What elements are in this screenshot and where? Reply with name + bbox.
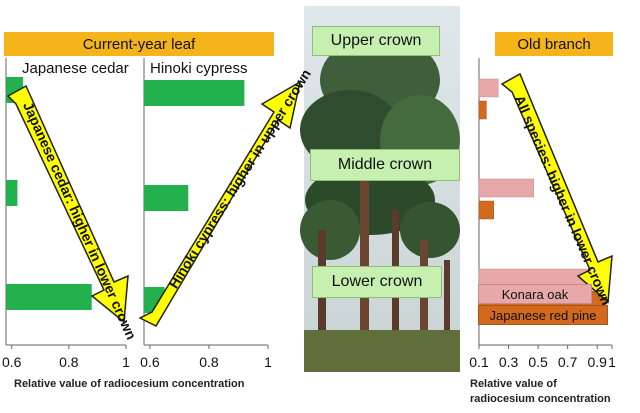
panel-2-tick-label: 0.5 — [528, 354, 548, 370]
panel-1-tick-label: 0.8 — [199, 354, 219, 370]
upper-crown-label: Upper crown — [312, 26, 440, 56]
cypress-panel-title: Hinoki cypress — [150, 60, 248, 77]
panel-2-tick-label: 0.7 — [558, 354, 578, 370]
bar-upper-crown — [6, 77, 24, 103]
panel-0-tick-label: 1 — [122, 354, 130, 370]
bar-lower-crown — [144, 287, 165, 313]
old-branch-banner: Old branch — [495, 32, 613, 56]
legend-japanese-red-pine: Japanese red pine — [478, 305, 608, 325]
bar-lower-crown — [6, 284, 92, 310]
current-year-leaf-banner: Current-year leaf — [4, 32, 274, 56]
right-axis-label-line2: radiocesium concentration — [470, 393, 611, 405]
bar-upper-crown — [144, 80, 245, 106]
left-axis-label: Relative value of radiocesium concentrat… — [14, 378, 245, 390]
bar-konara-oak-upper-crown — [478, 78, 499, 98]
panel-2-tick-label: 1 — [608, 354, 616, 370]
panel-2-tick-label: 0.3 — [499, 354, 519, 370]
bar-japanese-red-pine-upper-crown — [478, 100, 487, 120]
right-axis-label-line1: Relative value of — [470, 378, 557, 390]
panel-2-tick-label: 0.1 — [469, 354, 489, 370]
legend-konara-oak: Konara oak — [478, 284, 592, 304]
bar-japanese-red-pine-middle-crown — [478, 200, 495, 220]
bar-middle-crown — [6, 180, 18, 206]
bar-middle-crown — [144, 185, 189, 211]
panel-1-tick-label: 1 — [264, 354, 272, 370]
bar-konara-oak-middle-crown — [478, 178, 534, 198]
panel-0-tick-label: 0.6 — [2, 354, 22, 370]
panel-0-tick-label: 0.8 — [59, 354, 79, 370]
panel-2-tick-label: 0.9 — [587, 354, 607, 370]
panel-1-tick-label: 0.6 — [140, 354, 160, 370]
middle-crown-label: Middle crown — [310, 149, 460, 181]
cedar-panel-title: Japanese cedar — [22, 60, 129, 77]
lower-crown-label: Lower crown — [312, 266, 442, 298]
